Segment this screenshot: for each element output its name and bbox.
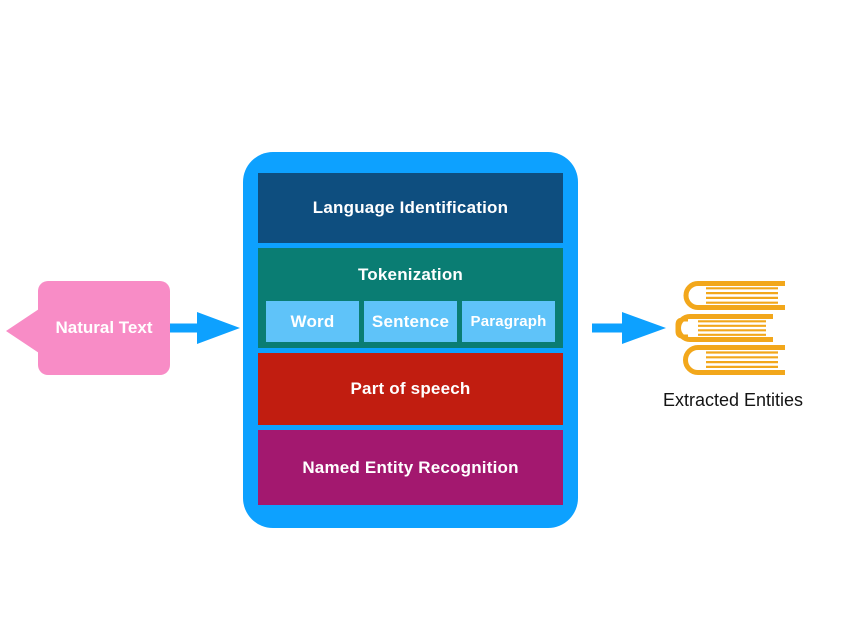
stage-tokenization: Tokenization Word Sentence Paragraph — [258, 248, 563, 348]
stage-language-identification-label: Language Identification — [312, 198, 509, 217]
stage-part-of-speech: Part of speech — [258, 353, 563, 425]
natural-text-label: Natural Text — [55, 318, 153, 337]
stage-named-entity-recognition-label: Named Entity Recognition — [302, 457, 519, 477]
stage-part-of-speech-label: Part of speech — [350, 379, 471, 398]
tokenization-sub-row: Word Sentence Paragraph — [266, 301, 555, 342]
extracted-entities-label: Extracted Entities — [662, 390, 804, 410]
token-sentence-label: Sentence — [371, 311, 450, 331]
arrow-right-icon — [170, 312, 240, 344]
natural-text-box: Natural Text — [38, 281, 170, 375]
token-sentence-box: Sentence — [364, 301, 457, 342]
stage-language-identification: Language Identification — [258, 173, 563, 243]
stage-tokenization-label: Tokenization — [357, 264, 464, 284]
pipeline-container: Language Identification Tokenization Wor… — [243, 152, 578, 528]
token-word-box: Word — [266, 301, 359, 342]
left-pointer-icon — [6, 309, 39, 353]
token-paragraph-label: Paragraph — [470, 313, 547, 330]
books-icon — [675, 281, 785, 375]
arrow-right-icon — [592, 312, 666, 344]
token-word-label: Word — [290, 311, 335, 331]
token-paragraph-box: Paragraph — [462, 301, 555, 342]
stage-named-entity-recognition: Named Entity Recognition — [258, 430, 563, 505]
